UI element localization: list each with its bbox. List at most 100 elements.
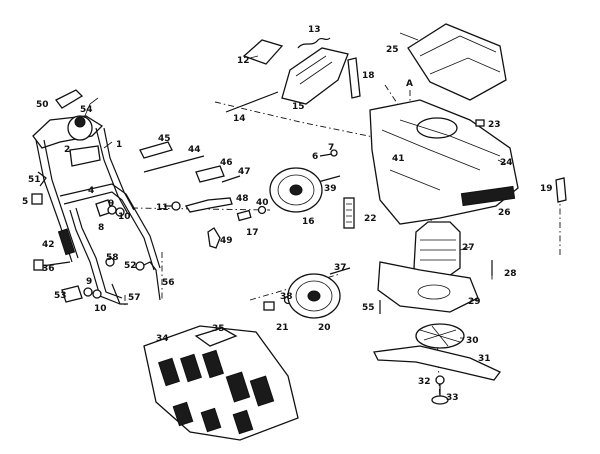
nut-10a [115, 207, 125, 217]
label-57: 57 [128, 293, 141, 303]
wheels [269, 167, 341, 319]
label-26: 26 [498, 208, 511, 218]
rear-flap-plate-12 [242, 39, 284, 65]
label-31: 31 [478, 354, 491, 364]
grass-catcher-slot-4 [225, 371, 251, 403]
handle-lower-left-leg [69, 209, 121, 305]
bracket-22-ribs [346, 203, 352, 223]
label-50: 50 [36, 100, 49, 110]
label-34: 34 [156, 334, 169, 344]
label-46: 46 [220, 158, 233, 168]
label-24: 24 [500, 158, 513, 168]
centerline-rear-flap [214, 101, 389, 141]
plate-46 [195, 165, 225, 183]
label-13: 13 [308, 25, 321, 35]
label-29: 29 [468, 297, 481, 307]
motor-mount-29 [377, 261, 479, 313]
label-25: 25 [386, 45, 399, 55]
label-42: 42 [42, 240, 55, 250]
leader-1 [103, 141, 113, 149]
pin-17 [236, 209, 252, 222]
grass-catcher-slot-5 [249, 375, 275, 407]
cable-box [69, 145, 101, 167]
label-22: 22 [364, 214, 377, 224]
main-housing-assembly [369, 23, 567, 225]
label-10-upper: 10 [118, 212, 131, 222]
label-30: 30 [466, 336, 479, 346]
label-53: 53 [54, 291, 67, 301]
bracket-18 [347, 57, 361, 99]
washer-40 [257, 205, 267, 215]
motor-blade-assembly [373, 221, 502, 405]
leader-27 [459, 246, 471, 251]
switch-lever [55, 89, 84, 109]
rear-wheel-16-hub [289, 184, 303, 196]
bolt-33-head [431, 395, 449, 405]
washer-7 [330, 149, 338, 157]
label-16: 16 [302, 217, 315, 227]
screw-11-head [171, 201, 181, 211]
front-wheel-20-hub [307, 290, 321, 302]
label-56: 56 [162, 278, 175, 288]
grass-catcher-slot-6 [172, 401, 194, 427]
label-8: 8 [98, 223, 104, 233]
centerline-front-axle [249, 273, 341, 301]
label-51: 51 [28, 175, 41, 185]
centerline-handle [124, 252, 163, 305]
spring-49 [207, 227, 221, 249]
motor-27-vents [420, 239, 456, 261]
label-4: 4 [88, 186, 94, 196]
label-28: 28 [504, 269, 517, 279]
cover-25 [407, 23, 507, 101]
axle-39 [317, 175, 341, 183]
washer-9b [83, 287, 93, 297]
label-10-lower: 10 [94, 304, 107, 314]
spring-13 [297, 37, 331, 49]
bracket-22 [343, 197, 355, 229]
washer-32 [435, 375, 445, 385]
leader-12 [249, 55, 259, 59]
label-58: 58 [106, 253, 119, 263]
grass-catcher-slot-3 [202, 349, 224, 379]
bolt-36-shaft [41, 261, 71, 267]
label-45: 45 [158, 134, 171, 144]
label-23: 23 [488, 120, 501, 130]
label-18: 18 [362, 71, 375, 81]
label-1: 1 [116, 140, 122, 150]
label-19: 19 [540, 184, 553, 194]
label-14: 14 [233, 114, 246, 124]
grass-catcher-slot-8 [232, 409, 254, 435]
label-9-upper: 9 [108, 199, 114, 209]
handle-lower-frame-inner [63, 191, 155, 271]
leader-25 [399, 32, 419, 41]
label-11: 11 [156, 203, 169, 213]
rear-wheel-16-rim [277, 174, 315, 206]
label-17: 17 [246, 228, 259, 238]
grass-catcher-34 [143, 325, 299, 441]
spacer-58 [105, 257, 115, 267]
rear-flap-ribs [295, 55, 333, 85]
label-12: 12 [237, 56, 250, 66]
housing-24-lines [381, 119, 501, 191]
leader-24 [497, 159, 507, 165]
clip-5 [31, 193, 43, 205]
label-32: 32 [418, 377, 431, 387]
handle-lower-left-leg-inner [75, 207, 123, 299]
clip-23 [475, 119, 485, 127]
grass-catcher-slot-7 [200, 407, 222, 433]
label-27: 27 [462, 243, 475, 253]
label-49: 49 [220, 236, 233, 246]
label-33: 33 [446, 393, 459, 403]
switch-knob [74, 116, 86, 128]
plate-45 [139, 141, 173, 159]
knob-53 [61, 285, 83, 303]
screw-6 [319, 153, 333, 157]
label-55: 55 [362, 303, 375, 313]
bolt-36-head [33, 259, 44, 271]
label-40: 40 [256, 198, 269, 208]
label-54: 54 [80, 105, 93, 115]
label-9-lower: 9 [86, 277, 92, 287]
grass-catcher-handle-35 [194, 327, 238, 347]
label-37: 37 [334, 263, 347, 273]
label-35: 35 [212, 324, 225, 334]
